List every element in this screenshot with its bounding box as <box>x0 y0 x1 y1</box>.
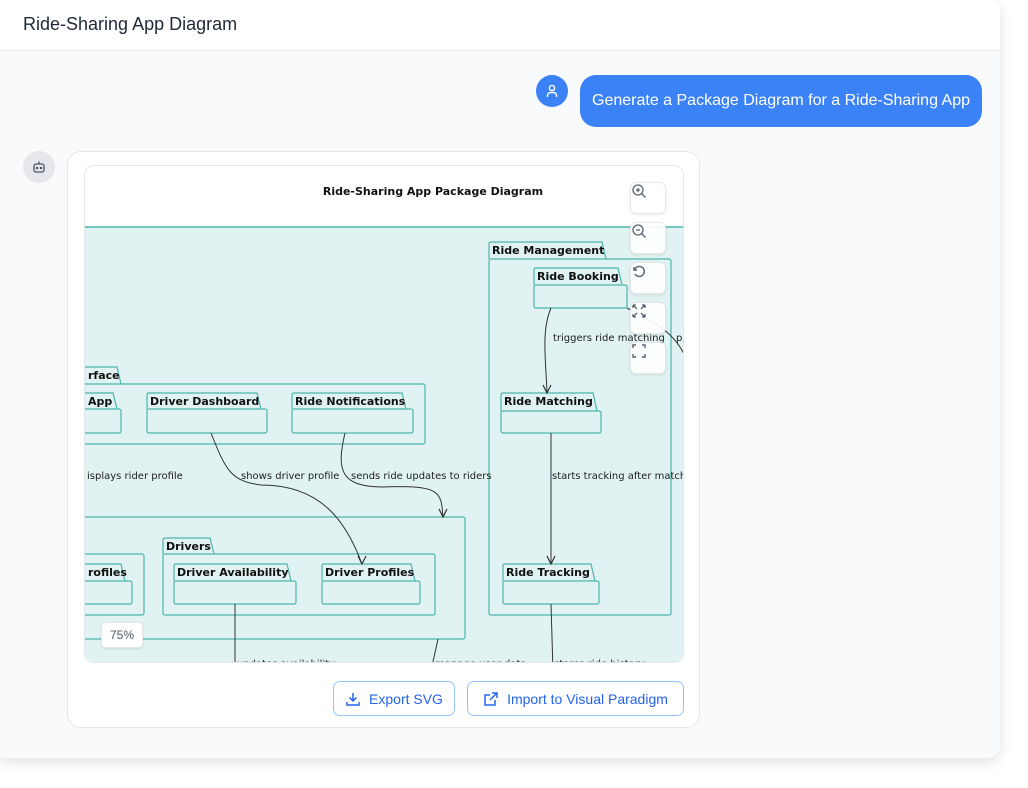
user-avatar <box>536 75 568 107</box>
package-label: App <box>88 395 112 408</box>
external-link-icon <box>484 691 498 706</box>
dependency-arrow <box>432 638 439 662</box>
arrowhead <box>357 555 367 566</box>
edge-label: isplays rider profile <box>87 471 183 482</box>
import-visual-paradigm-button[interactable]: Import to Visual Paradigm <box>467 681 684 716</box>
edge-label: starts tracking after match <box>552 471 684 482</box>
edge-label: sends ride updates to riders <box>351 471 492 482</box>
package-tab <box>85 366 122 385</box>
package-label: Driver Dashboard <box>150 395 259 408</box>
diagram-canvas <box>85 166 683 662</box>
fit-icon <box>632 304 646 318</box>
arrowhead <box>438 508 448 519</box>
fullscreen-button[interactable] <box>630 342 666 374</box>
user-icon <box>546 84 558 97</box>
zoom-level-indicator: 75% <box>101 622 143 648</box>
package-tab <box>500 392 598 412</box>
package-label: Driver Profiles <box>325 566 415 579</box>
package-body <box>146 408 268 434</box>
import-vp-label: Import to Visual Paradigm <box>507 690 668 707</box>
edge-label: updates availability <box>237 659 335 663</box>
edge-label: shows driver profile <box>241 471 339 482</box>
edge-label: pr <box>676 333 684 344</box>
page-title: Ride-Sharing App Diagram <box>23 14 238 34</box>
package-label: Ride Tracking <box>506 566 590 579</box>
bot-avatar <box>23 151 55 183</box>
edge-label: triggers ride matching <box>553 333 665 344</box>
package-tab <box>85 392 118 410</box>
package-body <box>85 580 133 605</box>
zoom-out-button[interactable] <box>630 222 666 254</box>
package-tab <box>291 392 407 410</box>
arrowhead <box>542 384 552 395</box>
package-label: Ride Booking <box>537 270 619 283</box>
package-tab <box>502 563 596 582</box>
diagram-header <box>85 166 683 227</box>
package-body <box>85 553 145 616</box>
download-icon <box>346 692 360 706</box>
package-label: Ride Matching <box>504 395 593 408</box>
dependency-arrow <box>210 432 363 565</box>
package-label: rface <box>88 369 120 382</box>
package-body <box>85 408 122 434</box>
zoom-in-button[interactable] <box>630 182 666 214</box>
bot-icon <box>33 161 45 173</box>
top-bar: Ride-Sharing App Diagram <box>0 0 1000 51</box>
dependency-arrow <box>544 307 552 394</box>
package-body <box>321 580 421 605</box>
export-svg-label: Export SVG <box>369 690 443 707</box>
fullscreen-icon <box>632 344 646 358</box>
package-body <box>85 383 426 445</box>
dependency-arrow <box>340 432 444 518</box>
package-body <box>533 284 628 309</box>
edge-label: stores ride history <box>554 659 645 663</box>
reset-button[interactable] <box>630 262 666 294</box>
package-tab <box>162 537 215 555</box>
edge-label: manage user data <box>435 659 527 663</box>
package-tab <box>173 563 292 582</box>
package-body <box>291 408 414 434</box>
package-body <box>85 516 466 640</box>
dependency-arrow <box>550 603 554 662</box>
package-label: Ride Notifications <box>295 395 406 408</box>
package-tab <box>533 267 623 286</box>
package-label: rofiles <box>88 566 127 579</box>
package-tab <box>488 241 607 260</box>
arrowhead <box>546 555 556 566</box>
package-tab <box>85 563 126 582</box>
package-body <box>488 258 672 616</box>
diagram-title: Ride-Sharing App Package Diagram <box>323 185 543 198</box>
fit-button[interactable] <box>630 302 666 334</box>
package-tab <box>146 392 262 410</box>
user-message: Generate a Package Diagram for a Ride-Sh… <box>580 75 982 127</box>
package-label: Driver Availability <box>177 566 289 579</box>
package-tab <box>321 563 416 582</box>
zoom-out-icon <box>632 224 646 238</box>
zoom-in-icon <box>632 184 646 198</box>
package-label: Drivers <box>166 540 211 553</box>
package-label: Ride Management <box>492 244 604 257</box>
package-body <box>162 553 436 616</box>
export-svg-button[interactable]: Export SVG <box>333 681 455 716</box>
reset-icon <box>633 265 645 278</box>
